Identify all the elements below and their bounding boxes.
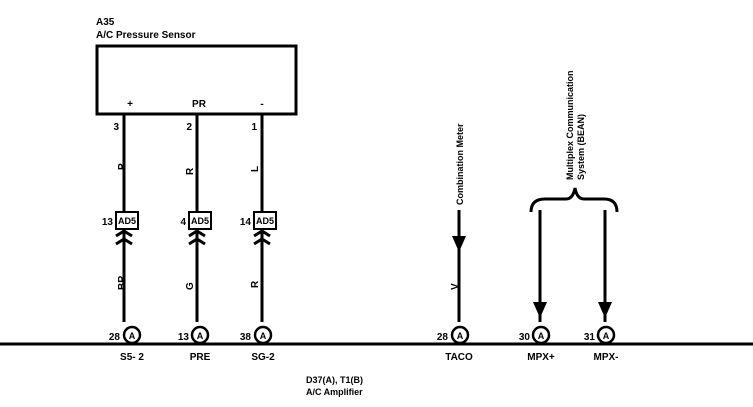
amp-pin-number: 28 [437, 332, 449, 343]
sensor-pin-symbol: + [127, 99, 133, 110]
sensor-pin-symbol: PR [192, 99, 207, 110]
sensor-pin-number: 2 [186, 122, 192, 133]
amplifier-connectors: D37(A), T1(B) [306, 375, 363, 385]
junction-connector [253, 211, 277, 230]
junction-label: AD5 [118, 216, 136, 226]
wire-color-label: P [117, 163, 128, 170]
junction-pin: 4 [180, 217, 186, 228]
junction-connector [115, 211, 139, 230]
amp-terminal-label: S5- 2 [120, 352, 144, 363]
junction-pin: 14 [240, 217, 252, 228]
arrow-down-icon [533, 302, 547, 318]
mpx-label-line1: Multiplex Communication [565, 70, 575, 180]
amp-terminal-symbol: A [260, 331, 267, 341]
amp-pin-number: 31 [584, 332, 596, 343]
wire-color-label: BR [117, 275, 128, 290]
amp-terminal-symbol: A [603, 331, 610, 341]
mpx-bracket [529, 187, 619, 213]
amp-terminal-label: TACO [445, 352, 473, 363]
amp-pin-number: 28 [109, 332, 121, 343]
arrow-down-icon [598, 302, 612, 318]
wire-color-label: G [185, 282, 196, 290]
junction-pin: 13 [102, 217, 114, 228]
wire-color-label: L [250, 166, 261, 172]
amp-pin-number: 13 [178, 332, 190, 343]
arrow-down-icon [452, 236, 466, 252]
sensor-code: A35 [96, 17, 115, 28]
amp-pin-number: 30 [519, 332, 531, 343]
amp-terminal-symbol: A [538, 331, 545, 341]
amp-terminal-label: MPX+ [527, 352, 555, 363]
amp-terminal-label: PRE [190, 352, 211, 363]
junction-label: AD5 [191, 216, 209, 226]
wire-color-label: V [450, 283, 461, 290]
amplifier-name: A/C Amplifier [306, 387, 363, 397]
amp-pin-number: 38 [240, 332, 252, 343]
mpx-label-line2: System (BEAN) [576, 114, 586, 180]
meter-label: Combination Meter [455, 123, 465, 205]
wire-color-label: R [250, 280, 261, 288]
amp-terminal-symbol: A [129, 331, 136, 341]
amp-terminal-symbol: A [197, 331, 204, 341]
sensor-pin-number: 1 [251, 122, 257, 133]
amp-terminal-symbol: A [457, 331, 464, 341]
wire-color-label: R [185, 167, 196, 175]
sensor-pin-number: 3 [113, 122, 119, 133]
sensor-pin-symbol: - [260, 99, 263, 110]
junction-label: AD5 [256, 216, 274, 226]
amp-terminal-label: MPX- [594, 352, 619, 363]
junction-connector [188, 211, 212, 230]
amp-terminal-label: SG-2 [251, 352, 275, 363]
sensor-name: A/C Pressure Sensor [96, 30, 196, 41]
